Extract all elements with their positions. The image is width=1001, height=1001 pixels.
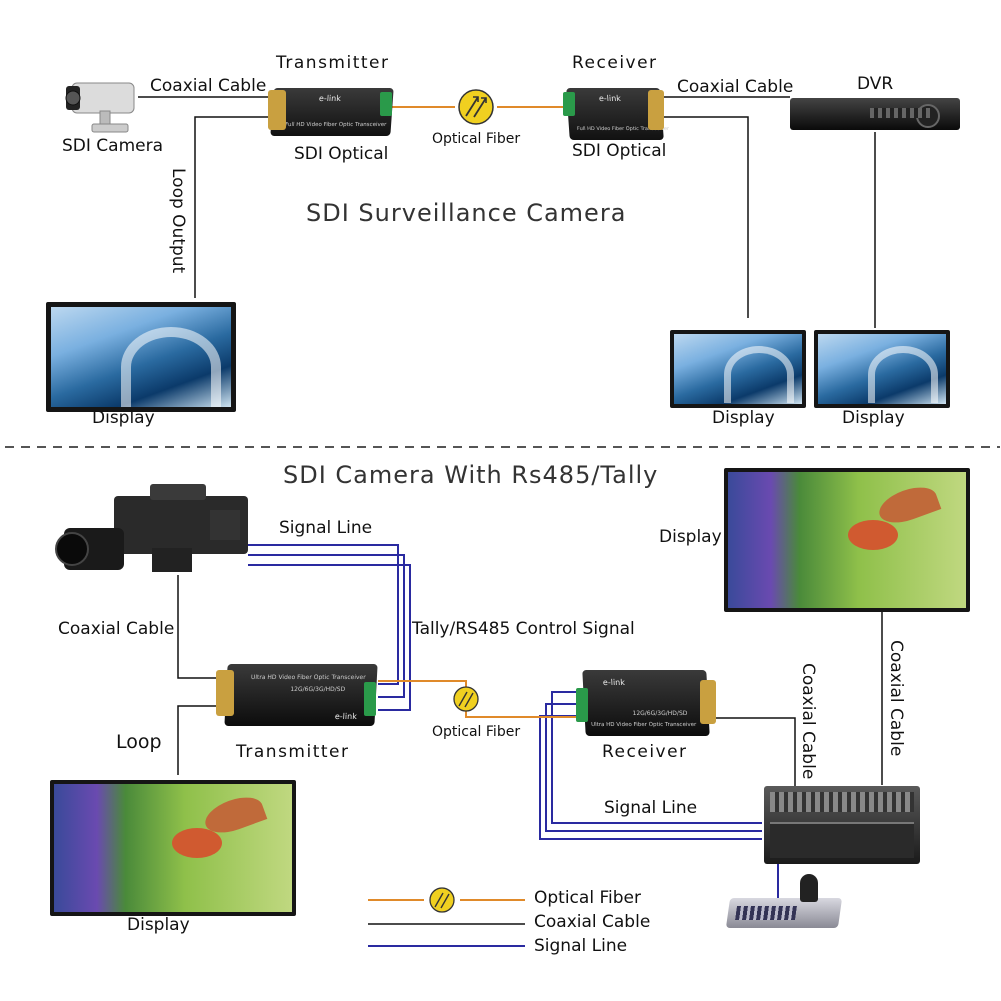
top-transmitter-fiber-port-icon xyxy=(380,92,392,116)
dvr-device xyxy=(790,98,960,130)
top-transmitter-print: Full HD Video Fiber Optic Transceiver xyxy=(284,122,387,128)
bottom-display-bottom-left-screen xyxy=(50,780,296,916)
bottom-receiver-bnc-ports-icon xyxy=(700,680,716,724)
bottom-coax-left-label: Coaxial Cable xyxy=(58,619,175,639)
top-coax-loop-output xyxy=(194,116,270,298)
bottom-transmitter-print2: 12G/6G/3G/HD/SD xyxy=(290,686,346,693)
top-display-left-label: Display xyxy=(92,408,155,428)
bottom-transmitter-print: Ultra HD Video Fiber Optic Transceiver xyxy=(250,674,366,681)
bottom-display-bottom-left-label: Display xyxy=(127,915,190,935)
coaxial-vertical-label-2: Coaxial Cable xyxy=(886,640,906,757)
bottom-optical-fiber-label: Optical Fiber xyxy=(432,724,521,740)
top-receiver-brand: e-link xyxy=(598,94,622,103)
bottom-receiver-label: Receiver xyxy=(602,742,688,762)
bottom-transmitter-terminal-icon xyxy=(364,682,376,716)
bottom-receiver-terminal-icon xyxy=(576,688,588,722)
top-display-right-screen xyxy=(814,330,950,408)
tally-control-label: Tally/RS485 Control Signal xyxy=(412,619,635,639)
top-transmitter-brand: e-link xyxy=(318,94,342,103)
bottom-signal-line-e xyxy=(545,703,762,832)
bottom-transmitter-device: e-link Ultra HD Video Fiber Optic Transc… xyxy=(224,664,378,726)
bottom-coax-camera-transmitter xyxy=(177,575,218,679)
wave-image xyxy=(121,327,221,407)
joystick-icon xyxy=(800,874,818,902)
top-display-mid-screen xyxy=(670,330,806,408)
dvr-button-panel-icon xyxy=(870,108,930,118)
top-display-right-label: Display xyxy=(842,408,905,428)
bottom-signal-line-d xyxy=(551,691,762,824)
top-section-heading: SDI Surveillance Camera xyxy=(306,199,627,227)
top-receiver-bnc-ports-icon xyxy=(648,90,664,130)
ptz-keyboard-device xyxy=(725,898,843,928)
rack-panel-upper xyxy=(770,792,914,812)
bottom-receiver-brand: e-link xyxy=(602,678,626,687)
legend-item-signal-line: Signal Line xyxy=(534,936,628,956)
legend-item-coaxial-cable: Coaxial Cable xyxy=(534,912,651,932)
top-transmitter-device-label: SDI Optical xyxy=(294,144,389,164)
hummingbird-image xyxy=(172,828,222,858)
top-transmitter-bnc-ports-icon xyxy=(268,90,286,130)
wave-image xyxy=(724,346,794,403)
bottom-coax-loop xyxy=(177,705,218,775)
bottom-transmitter-brand: e-link xyxy=(334,712,358,721)
bottom-transmitter-label: Transmitter xyxy=(236,742,350,762)
top-receiver-title: Receiver xyxy=(572,53,658,73)
dvr-label: DVR xyxy=(857,74,894,94)
rack-panel-lower xyxy=(770,822,914,858)
top-transmitter-title: Transmitter xyxy=(276,53,390,73)
bottom-display-top-right-label: Display xyxy=(659,527,722,547)
bottom-receiver-print: Ultra HD Video Fiber Optic Transceiver xyxy=(590,722,697,728)
bottom-display-top-right-screen xyxy=(724,468,970,612)
legend-item-optical-fiber: Optical Fiber xyxy=(534,888,641,908)
wave-image xyxy=(868,346,938,403)
top-camera-label: SDI Camera xyxy=(62,136,164,156)
bottom-signal-line-b xyxy=(248,554,405,698)
top-optical-fiber-label: Optical Fiber xyxy=(432,131,521,147)
bottom-receiver-device: e-link 12G/6G/3G/HD/SD Ultra HD Video Fi… xyxy=(582,670,710,736)
top-transmitter-device: e-link Full HD Video Fiber Optic Transce… xyxy=(270,88,394,136)
keyboard-keys-icon xyxy=(735,906,797,920)
top-display-mid-label: Display xyxy=(712,408,775,428)
top-receiver-device-label: SDI Optical xyxy=(572,141,667,161)
bottom-signal-line-top-label: Signal Line xyxy=(279,518,373,538)
bottom-signal-line-c xyxy=(248,564,411,711)
bottom-transmitter-bnc-ports-icon xyxy=(216,670,234,716)
top-coax-left-label: Coaxial Cable xyxy=(150,76,267,96)
top-display-left-screen xyxy=(46,302,236,412)
loop-label: Loop xyxy=(116,731,162,753)
hummingbird-image xyxy=(848,520,898,550)
top-coax-right-label: Coaxial Cable xyxy=(677,77,794,97)
loop-output-label: Loop Output xyxy=(168,168,188,274)
switcher-rack-device xyxy=(764,786,920,864)
bottom-section-heading: SDI Camera With Rs485/Tally xyxy=(283,461,659,489)
coaxial-vertical-label-1: Coaxial Cable xyxy=(798,663,818,780)
bottom-signal-line-a xyxy=(248,544,399,685)
bottom-coax-receiver-switcher xyxy=(708,717,796,790)
top-coax-receiver-display xyxy=(660,116,749,318)
bottom-optical-line xyxy=(378,680,579,718)
bottom-receiver-print2: 12G/6G/3G/HD/SD xyxy=(632,710,688,717)
bottom-signal-line-label: Signal Line xyxy=(604,798,698,818)
top-receiver-fiber-port-icon xyxy=(563,92,575,116)
